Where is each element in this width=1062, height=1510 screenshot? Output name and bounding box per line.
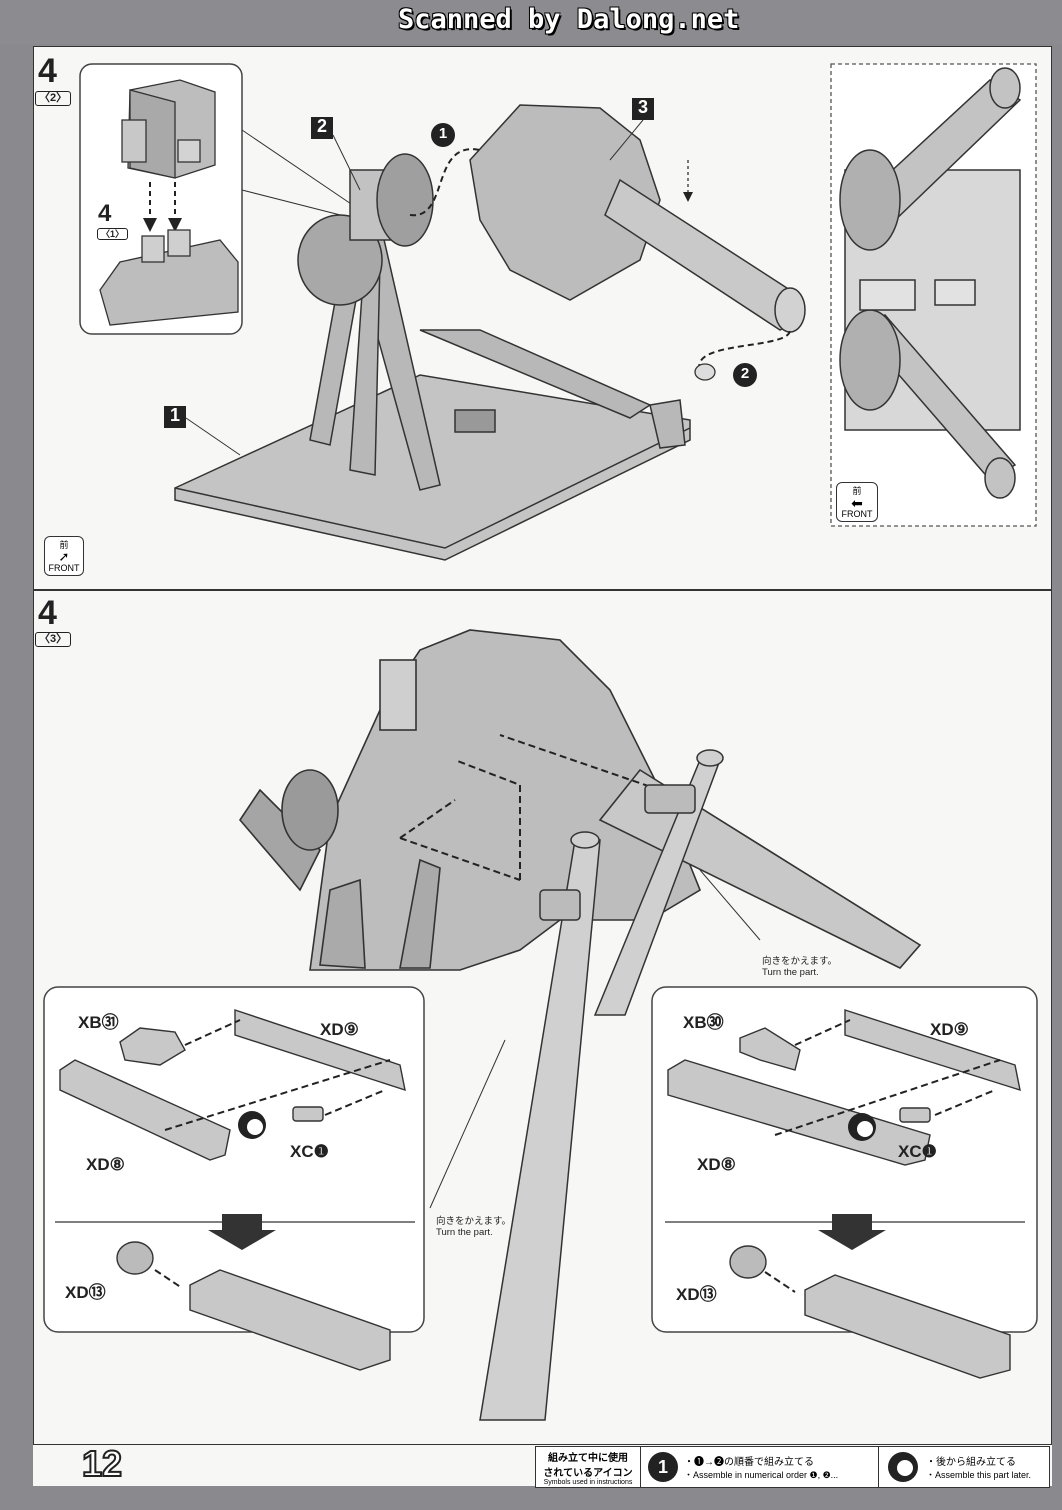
order-marker-1	[431, 123, 455, 147]
shoulder-on-stand	[297, 153, 434, 306]
legend-order-en: ・Assemble in numerical order ❶, ❷...	[684, 1470, 839, 1480]
legend-later-en: ・Assemble this part later.	[926, 1470, 1032, 1480]
down-arrow-icon	[208, 1214, 276, 1250]
front-label-jp: 前	[59, 540, 69, 550]
inset-shoulder-block	[121, 79, 216, 179]
inset-step-sub: 〈1〉	[97, 228, 129, 240]
scan-header: Scanned by Dalong.net	[0, 0, 1062, 44]
step-number: 4	[38, 594, 57, 632]
legend-title-jp-1: 組み立て中に使用	[548, 1453, 628, 1464]
front-badge: 前 ➚ FRONT	[44, 536, 84, 576]
right-parts-drawing	[667, 1009, 1021, 1379]
step-4-2-illustration	[79, 63, 1037, 561]
legend-title: 組み立て中に使用 されているアイコン Symbols used in instr…	[536, 1447, 641, 1487]
part-label-xd8: XD⑧	[697, 1155, 736, 1174]
step-sub-number: 〈2〉	[35, 91, 72, 106]
order-marker-2	[733, 363, 757, 387]
order-marker-2-label: 2	[740, 365, 750, 382]
callout-3-label: 3	[637, 97, 648, 117]
turn-note-en: Turn the part.	[762, 967, 819, 978]
inset-arrows	[149, 182, 176, 222]
callout-1-label: 1	[169, 405, 180, 425]
turn-note-jp: 向きをかえます。	[762, 956, 838, 967]
legend-order-jp: ・❶→❷の順番で組み立てる	[684, 1457, 814, 1468]
part-label-xd13: XD⑬	[65, 1283, 106, 1302]
side-view-front-badge: 前 ⬅ FRONT	[836, 482, 878, 522]
part-label-xd9: XD⑨	[320, 1020, 359, 1039]
cylinder-right	[593, 749, 724, 1016]
part-label-xc1: XC❶	[290, 1142, 329, 1161]
step-4-2-panel	[33, 46, 1052, 590]
arrow-left-icon: ⬅	[851, 495, 863, 511]
front-arrow-icon: ➚	[58, 549, 70, 564]
step-4-3-illustration	[43, 629, 1038, 1421]
side-view-figure	[839, 67, 1022, 499]
legend-later-jp: ・後から組み立てる	[926, 1457, 1016, 1468]
symbol-legend: 組み立て中に使用 されているアイコン Symbols used in instr…	[535, 1446, 1050, 1488]
down-arrow-icon	[818, 1214, 886, 1250]
callout-3	[632, 98, 654, 120]
step-sub-number: 〈3〉	[35, 632, 72, 647]
part-label-xd9: XD⑨	[930, 1020, 969, 1039]
part-label-xb: XB㉚	[683, 1013, 724, 1032]
callout-1	[164, 406, 186, 428]
left-parts-drawing	[59, 1009, 406, 1371]
front-label-jp: 前	[852, 486, 862, 496]
order-marker-1-label: 1	[438, 125, 448, 142]
callout-2-label: 2	[316, 116, 327, 136]
cylinder-left	[479, 831, 601, 1421]
assemble-later-icon	[888, 1452, 918, 1482]
front-label-en: FRONT	[841, 509, 873, 519]
part-label-xd13: XD⑬	[676, 1285, 717, 1304]
order-icon: 1	[648, 1452, 678, 1482]
inset-step-number: 4	[98, 200, 112, 227]
part-label-xb: XB㉛	[78, 1013, 119, 1032]
arm-unit	[469, 104, 806, 333]
inset-base-block	[99, 229, 239, 326]
step-number: 4	[38, 52, 57, 90]
callout-2	[311, 117, 333, 139]
turn-note-en: Turn the part.	[436, 1227, 493, 1238]
front-label-en: FRONT	[48, 563, 80, 573]
part-label-xd8: XD⑧	[86, 1155, 125, 1174]
page-number: 12	[81, 1442, 123, 1485]
step-4-3-panel	[33, 590, 1052, 1445]
scan-credit: Scanned by Dalong.net	[398, 4, 740, 35]
turn-note-jp: 向きをかえます。	[436, 1216, 512, 1227]
legend-title-en: Symbols used in instructions	[543, 1479, 633, 1486]
legend-title-jp-2: されているアイコン	[543, 1468, 633, 1479]
part-label-xc1: XC❶	[898, 1142, 937, 1161]
